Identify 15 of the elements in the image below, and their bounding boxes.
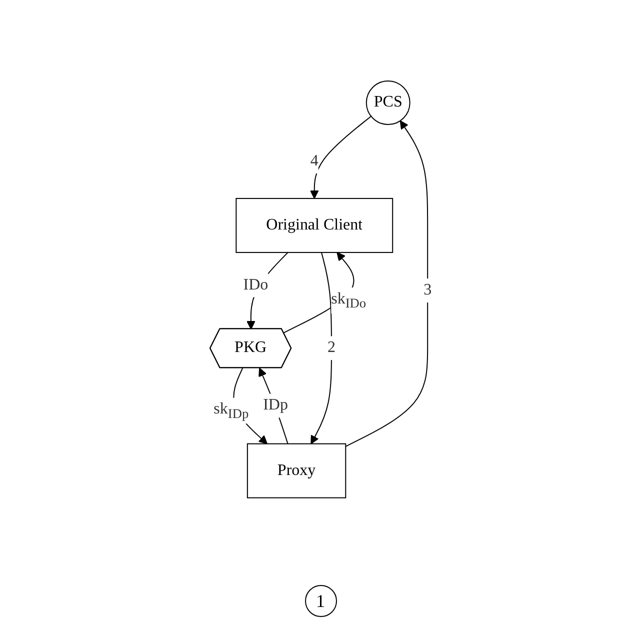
edge-label: 3 <box>423 282 432 299</box>
edge-label: 4 <box>310 152 318 170</box>
arrow <box>310 252 332 444</box>
node-circle: PCS <box>366 80 410 126</box>
arrow <box>310 116 372 199</box>
edge-label: sk$_{IDo}$ <box>330 290 366 311</box>
node-box: Original Client <box>235 198 393 254</box>
arrow <box>344 120 428 447</box>
edge-label: IDo <box>242 276 268 294</box>
step-number: 1 <box>304 585 336 617</box>
edge-label: IDp <box>262 396 288 414</box>
node-box: Proxy <box>246 443 346 498</box>
arrow <box>258 368 288 444</box>
edge-label: sk$_{IDp}$ <box>213 400 248 422</box>
edge-label: 2 <box>327 339 336 356</box>
